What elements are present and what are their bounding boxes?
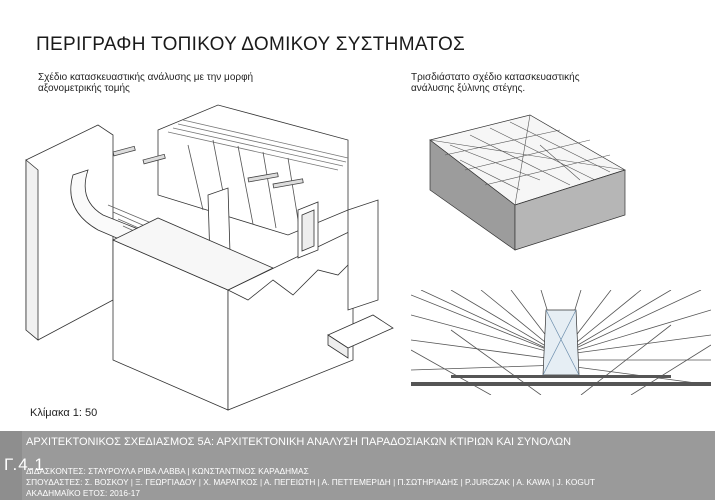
- title-block-footer: Γ.4.1 ΑΡΧΙΤΕΚΤΟΝΙΚΟΣ ΣΧΕΔΙΑΣΜΟΣ 5Α: ΑΡΧΙ…: [0, 431, 715, 500]
- sheet-code: Γ.4.1: [4, 455, 45, 474]
- page-title: ΠΕΡΙΓΡΑΦΗ ΤΟΠΙΚΟΥ ΔΟΜΙΚΟΥ ΣΥΣΤΗΜΑΤΟΣ: [36, 34, 466, 55]
- course-title: ΑΡΧΙΤΕΚΤΟΝΙΚΟΣ ΣΧΕΔΙΑΣΜΟΣ 5Α: ΑΡΧΙΤΕΚΤΟΝ…: [26, 436, 572, 448]
- academic-year-line: ΑΚΑΔΗΜΑΪΚΟ ΕΤΟΣ: 2016-17: [26, 488, 141, 498]
- teachers-line: ΔΙΔΑΣΚΟΝΤΕΣ: ΣΤΑΥΡΟΥΛΑ ΡΙΒΑ ΛΑΒΒΑ | ΚΩΝΣ…: [26, 466, 309, 476]
- students-line: ΣΠΟΥΔΑΣΤΕΣ: Σ. ΒΟΣΚΟΥ | Ξ. ΓΕΩΡΓΙΑΔΟΥ | …: [26, 477, 595, 487]
- roof-interior-drawing: [411, 290, 711, 395]
- roof-3d-drawing: [429, 114, 626, 251]
- axonometric-caption: Σχέδιο κατασκευαστικής ανάλυσης με την μ…: [38, 72, 254, 94]
- scale-label: Κλίμακα 1: 50: [30, 407, 98, 419]
- sheet-code-box: Γ.4.1: [0, 431, 44, 500]
- roof-caption: Τρισδιάστατο σχέδιο κατασκευαστικής ανάλ…: [411, 72, 580, 94]
- axonometric-section-drawing: [25, 104, 394, 411]
